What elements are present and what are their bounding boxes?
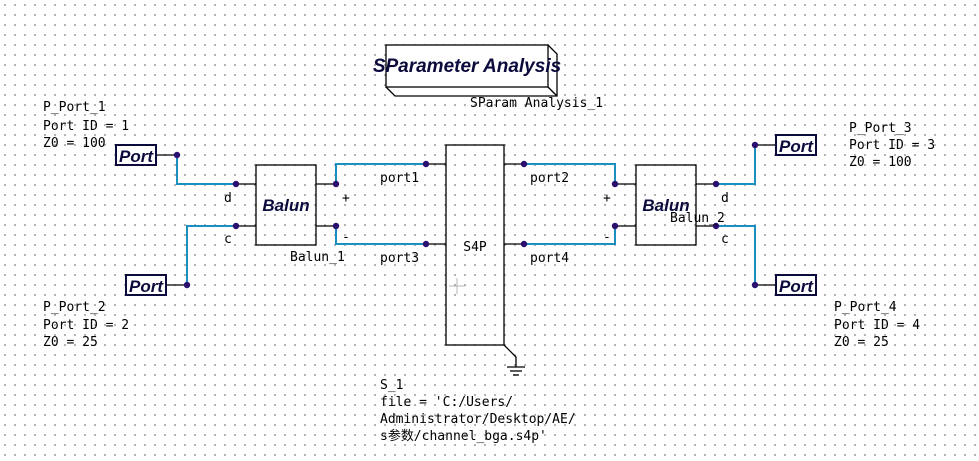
wire-port2-balun2-plus — [524, 163, 616, 184]
balun-1-plus-label: + — [342, 191, 350, 206]
s4p-pin-port1[interactable] — [422, 160, 430, 168]
balun-2-pin-plus[interactable] — [611, 180, 619, 188]
balun-2-minus-label: - — [603, 230, 611, 245]
s4p-pin-port3[interactable] — [422, 240, 430, 248]
balun-1-minus-label: - — [342, 230, 350, 245]
port-2-symbol[interactable]: Port — [125, 274, 191, 296]
balun-1[interactable]: Balun — [232, 164, 340, 246]
port-1-id: Port ID = 1 — [43, 119, 129, 134]
sparameter-analysis-block[interactable]: SParameter Analysis — [373, 44, 561, 97]
wires — [176, 145, 756, 285]
wire-port1-balun1-d — [176, 155, 236, 185]
port-3-z0: Z0 = 100 — [849, 155, 912, 170]
port-4-pin[interactable] — [751, 281, 759, 289]
s4p-label: S4P — [463, 240, 487, 255]
wire-balun2-c-port4 — [716, 225, 756, 285]
analysis-instance-name: SParam Analysis_1 — [470, 96, 603, 111]
port-4-z0: Z0 = 25 — [834, 335, 889, 350]
s4p-port2-label: port2 — [530, 171, 569, 186]
port-4-id: Port ID = 4 — [834, 318, 920, 333]
port-1-symbol-label: Port — [119, 147, 154, 166]
port-1-z0: Z0 = 100 — [43, 136, 106, 151]
s4p-port4-label: port4 — [530, 251, 569, 266]
analysis-title: SParameter Analysis — [373, 56, 561, 77]
port-1-symbol[interactable]: Port — [115, 144, 181, 166]
s4p-port1-label: port1 — [380, 171, 419, 186]
s4p-block[interactable]: S4P — [422, 144, 528, 346]
s4p-file-line-3: s参数/channel_bga.s4p' — [380, 428, 547, 444]
port-4-symbol[interactable]: Port — [751, 274, 817, 296]
port-2-id: Port ID = 2 — [43, 318, 129, 333]
s4p-pin-port4[interactable] — [520, 240, 528, 248]
balun-1-pin-c[interactable] — [232, 222, 240, 230]
s4p-port3-label: port3 — [380, 251, 419, 266]
balun-2-instance-name: Balun_2 — [670, 211, 725, 226]
s4p-pin-port2[interactable] — [520, 160, 528, 168]
balun-1-pin-minus[interactable] — [332, 222, 340, 230]
port-1-pin[interactable] — [173, 151, 181, 159]
s4p-instance-name: S_1 — [380, 378, 403, 393]
balun-1-c-label: c — [224, 232, 232, 247]
port-2-symbol-label: Port — [129, 277, 164, 296]
balun-2-plus-label: + — [603, 191, 611, 206]
wire-balun1-plus-port1 — [335, 163, 426, 184]
wire-balun1-minus-port3 — [335, 226, 426, 245]
balun-1-pin-plus[interactable] — [332, 180, 340, 188]
balun-2-pin-minus[interactable] — [611, 222, 619, 230]
balun-1-pin-d[interactable] — [232, 180, 240, 188]
port-3-symbol[interactable]: Port — [751, 134, 817, 156]
port-2-z0: Z0 = 25 — [43, 335, 98, 350]
balun-2-pin-d[interactable] — [712, 180, 720, 188]
port-3-name: P_Port_3 — [849, 121, 912, 136]
balun-2-d-label: d — [721, 191, 729, 206]
balun-1-symbol-label: Balun — [262, 196, 309, 215]
wire-port4-balun2-minus — [524, 226, 616, 245]
s4p-file-line-1: file = 'C:/Users/ — [380, 395, 513, 410]
balun-2[interactable]: Balun — [611, 164, 720, 246]
port-3-pin[interactable] — [751, 141, 759, 149]
balun-2-symbol-label: Balun — [642, 196, 689, 215]
port-4-symbol-label: Port — [779, 277, 814, 296]
port-1-name: P_Port_1 — [43, 100, 106, 115]
balun-1-d-label: d — [224, 191, 232, 206]
balun-2-c-label: c — [721, 232, 729, 247]
port-2-pin[interactable] — [183, 281, 191, 289]
balun-1-instance-name: Balun_1 — [290, 250, 345, 265]
port-2-name: P_Port_2 — [43, 300, 106, 315]
balun-2-pin-c[interactable] — [712, 222, 720, 230]
port-3-symbol-label: Port — [779, 137, 814, 156]
port-3-id: Port ID = 3 — [849, 138, 935, 153]
wire-balun2-d-port3 — [716, 145, 756, 185]
ground-icon — [503, 344, 525, 376]
wire-port2-balun1-c — [186, 225, 236, 285]
port-4-name: P_Port_4 — [834, 300, 897, 315]
s4p-file-line-2: Administrator/Desktop/AE/ — [380, 412, 576, 427]
